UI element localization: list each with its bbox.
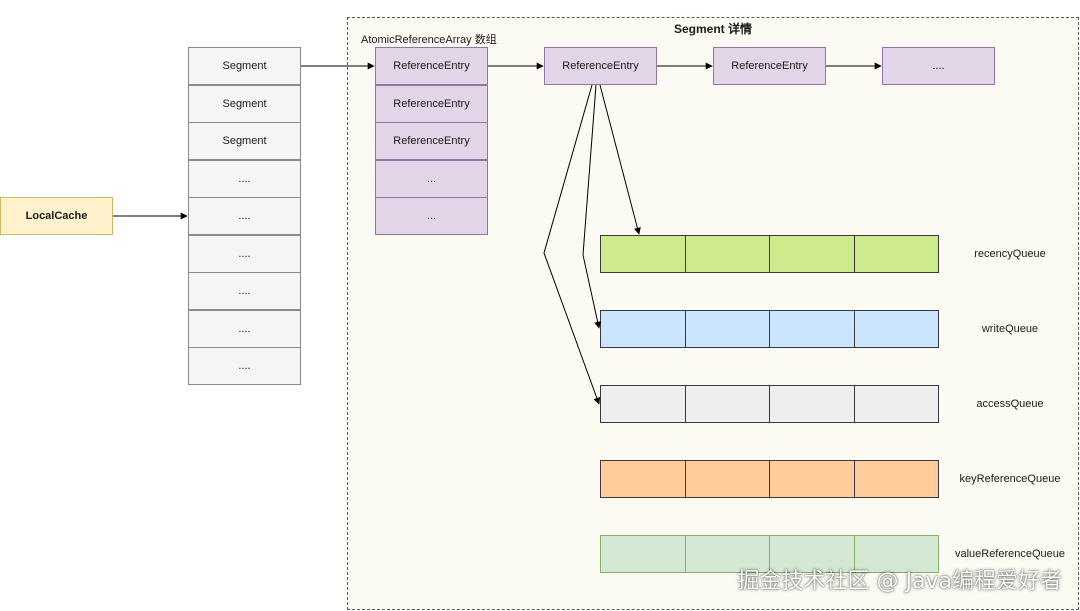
array-entry-cell[interactable]: ReferenceEntry: [375, 47, 488, 85]
queue-slot: [600, 310, 686, 348]
chain-entry-node[interactable]: ....: [882, 47, 995, 85]
queue-slot: [853, 385, 939, 423]
array-entry-cell[interactable]: ReferenceEntry: [375, 122, 488, 160]
segment-cell[interactable]: Segment: [188, 47, 301, 85]
segment-cell[interactable]: ....: [188, 347, 301, 385]
queue-slot: [853, 535, 939, 573]
chain-entry-node[interactable]: ReferenceEntry: [713, 47, 826, 85]
queue-slot: [853, 235, 939, 273]
write-queue[interactable]: [600, 310, 939, 348]
key-reference-queue-label: keyReferenceQueue: [959, 473, 1061, 485]
segment-cell[interactable]: Segment: [188, 85, 301, 123]
segment-cell[interactable]: Segment: [188, 122, 301, 160]
queue-slot: [600, 535, 686, 573]
array-entry-cell[interactable]: ReferenceEntry: [375, 85, 488, 123]
segment-cell[interactable]: ....: [188, 197, 301, 235]
queue-slot: [769, 535, 855, 573]
segment-cell[interactable]: ....: [188, 160, 301, 198]
value-reference-queue[interactable]: [600, 535, 939, 573]
value-reference-queue-label: valueReferenceQueue: [954, 548, 1066, 560]
reference-array-title: AtomicReferenceArray 数组: [361, 34, 497, 46]
queue-slot: [853, 310, 939, 348]
arrow-entry-to-access-queue: [543, 84, 601, 405]
key-reference-queue[interactable]: [600, 460, 939, 498]
queue-slot: [684, 310, 770, 348]
queue-slot: [684, 385, 770, 423]
queue-slot: [600, 460, 686, 498]
queue-slot: [600, 235, 686, 273]
queue-slot: [769, 310, 855, 348]
recency-queue-label: recencyQueue: [974, 248, 1046, 260]
queue-slot: [769, 235, 855, 273]
watermark: 掘金技术社区 @ Java编程爱好者: [737, 569, 1062, 594]
segment-cell[interactable]: ....: [188, 272, 301, 310]
array-entry-cell[interactable]: ...: [375, 197, 488, 235]
write-queue-label: writeQueue: [981, 323, 1039, 335]
access-queue[interactable]: [600, 385, 939, 423]
localcache-node[interactable]: LocalCache: [0, 197, 113, 235]
arrow-entry-to-write-queue: [582, 84, 602, 329]
queue-slot: [684, 235, 770, 273]
recency-queue[interactable]: [600, 235, 939, 273]
array-entry-cell[interactable]: ...: [375, 160, 488, 198]
arrow-entry-to-recency-queue: [599, 84, 641, 235]
access-queue-label: accessQueue: [976, 398, 1044, 410]
queue-slot: [684, 535, 770, 573]
queue-slot: [853, 460, 939, 498]
segment-detail-title: Segment 详情: [673, 22, 752, 36]
chain-entry-node[interactable]: ReferenceEntry: [544, 47, 657, 85]
